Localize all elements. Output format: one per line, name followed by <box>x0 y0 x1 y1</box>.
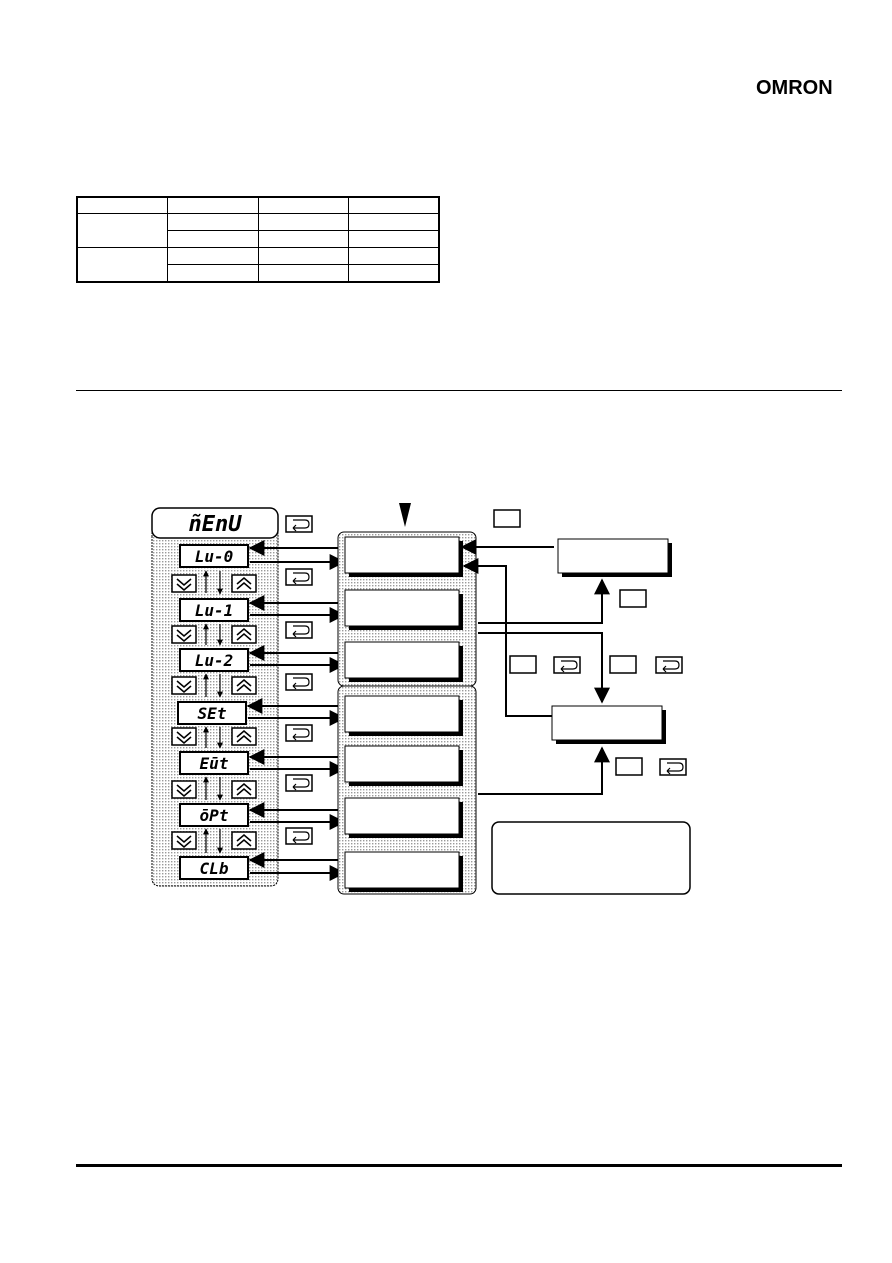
down-chevron-key-icon[interactable] <box>171 831 197 850</box>
table-cell <box>76 247 168 283</box>
setting-group-lower <box>337 685 477 895</box>
enter-key-icon[interactable] <box>285 827 313 845</box>
table-cell <box>348 264 440 283</box>
down-chevron-key-icon[interactable] <box>171 780 197 799</box>
level-display-set[interactable]: SEt <box>177 701 247 725</box>
table-cell <box>348 247 440 265</box>
level-display-lu2[interactable]: Lu-2 <box>179 648 249 672</box>
level-connector-arrows <box>246 540 346 881</box>
mode-keys <box>509 589 687 776</box>
enter-key-icon[interactable] <box>553 656 581 674</box>
level-display-lu0[interactable]: Lu-0 <box>179 544 249 568</box>
blank-key-icon[interactable] <box>509 655 537 674</box>
setting-box[interactable] <box>344 797 463 838</box>
level-step-arrows <box>203 570 223 854</box>
blank-key-icon[interactable] <box>615 757 643 776</box>
up-chevron-key-icon[interactable] <box>231 625 257 644</box>
setting-box[interactable] <box>344 695 463 736</box>
mode-box-lower <box>551 705 666 744</box>
level-label: Lu-2 <box>195 651 234 670</box>
down-chevron-key-icon[interactable] <box>171 727 197 746</box>
enter-key-icon[interactable] <box>285 724 313 742</box>
spec-table <box>76 196 440 283</box>
omron-logo: OMRON <box>756 77 833 99</box>
level-label: SEt <box>198 704 227 723</box>
setting-box[interactable] <box>344 745 463 786</box>
up-chevron-key-icon[interactable] <box>231 831 257 850</box>
enter-key-icon[interactable] <box>285 621 313 639</box>
level-label: Lu-0 <box>195 547 234 566</box>
table-row <box>77 230 440 248</box>
note-box <box>491 821 691 895</box>
up-chevron-key-icon[interactable] <box>231 676 257 695</box>
down-chevron-key-icon[interactable] <box>171 574 197 593</box>
setting-boxes <box>344 536 463 892</box>
enter-key-icon[interactable] <box>285 673 313 691</box>
power-on-entry-arrow <box>399 503 411 527</box>
table-cell <box>76 213 168 248</box>
level-display-eut[interactable]: Eūt <box>179 751 249 775</box>
menu-title-display: ñEnU <box>189 512 243 537</box>
level-label: ōPt <box>200 806 229 825</box>
table-row <box>76 247 440 283</box>
up-chevron-key-icon[interactable] <box>231 574 257 593</box>
enter-key-icon[interactable] <box>659 758 687 776</box>
mode-flow-arrows <box>460 539 610 795</box>
setting-box[interactable] <box>344 536 463 577</box>
table-row <box>76 196 440 214</box>
blank-key-icon[interactable] <box>609 655 637 674</box>
enter-key-icon[interactable] <box>655 656 683 674</box>
down-chevron-key-icon[interactable] <box>171 625 197 644</box>
enter-key-icon[interactable] <box>285 568 313 586</box>
level-display-clb[interactable]: CLb <box>179 856 249 880</box>
enter-keys <box>285 515 313 845</box>
level-label: Eūt <box>200 754 229 773</box>
level-label: Lu-1 <box>195 601 234 620</box>
table-row <box>77 264 440 283</box>
enter-key-icon[interactable] <box>285 774 313 792</box>
level-display-lu1[interactable]: Lu-1 <box>179 598 249 622</box>
blank-key-icon[interactable] <box>619 589 647 608</box>
setting-box[interactable] <box>344 589 463 630</box>
setting-box[interactable] <box>344 851 463 892</box>
scroll-key-pairs <box>171 574 257 850</box>
up-chevron-key-icon[interactable] <box>231 727 257 746</box>
enter-key-icon[interactable] <box>285 515 313 533</box>
section-divider <box>76 390 842 391</box>
level-label: CLb <box>200 859 229 878</box>
setting-box[interactable] <box>344 641 463 682</box>
up-chevron-key-icon[interactable] <box>231 780 257 799</box>
mode-box-upper <box>557 538 672 577</box>
footer-rule <box>76 1164 842 1167</box>
blank-key-icon[interactable] <box>493 509 521 528</box>
level-display-opt[interactable]: ōPt <box>179 803 249 827</box>
down-chevron-key-icon[interactable] <box>171 676 197 695</box>
